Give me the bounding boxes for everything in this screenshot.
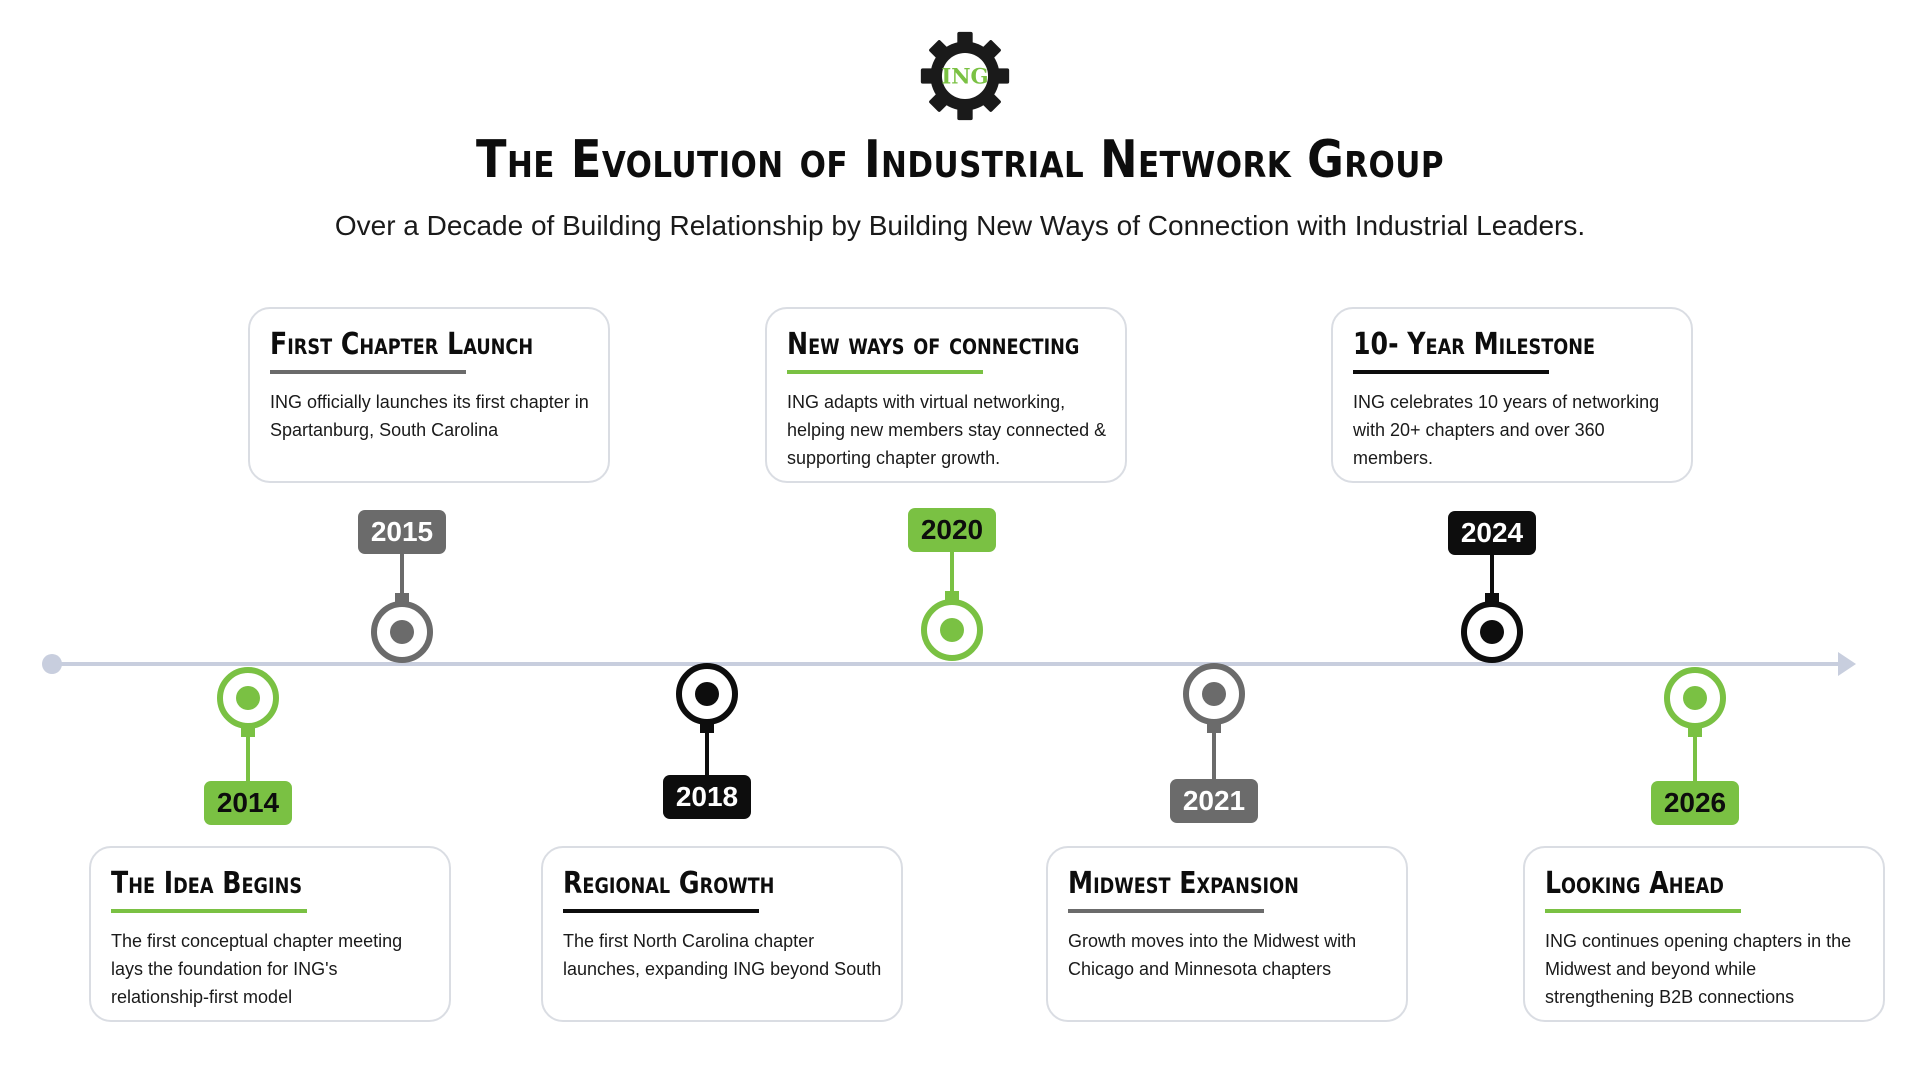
timeline-stem-2026 [1688, 727, 1702, 781]
year-badge-2026: 2026 [1651, 781, 1739, 825]
timeline-node-2015 [371, 601, 433, 663]
timeline-stem-2021 [1207, 723, 1221, 779]
year-badge-2018: 2018 [663, 775, 751, 819]
timeline-node-2026 [1664, 667, 1726, 729]
year-badge-2021: 2021 [1170, 779, 1258, 823]
timeline-stem-2024 [1485, 555, 1499, 603]
event-rule [111, 909, 307, 913]
event-card-2024: 10- Year Milestone ING celebrates 10 yea… [1331, 307, 1693, 483]
event-body: ING officially launches its first chapte… [270, 392, 589, 440]
event-title: 10- Year Milestone [1353, 327, 1596, 362]
logo-text: ING [941, 64, 988, 89]
event-card-2014: The Idea Begins The first conceptual cha… [89, 846, 451, 1022]
timeline-stem-2014 [241, 727, 255, 781]
timeline-stem-2020 [945, 552, 959, 601]
event-title: Midwest Expansion [1068, 866, 1299, 901]
event-body: The first conceptual chapter meeting lay… [111, 931, 403, 1007]
event-card-2021: Midwest Expansion Growth moves into the … [1046, 846, 1408, 1022]
timeline-node-2021 [1183, 663, 1245, 725]
event-card-2020: New ways of connecting ING adapts with v… [765, 307, 1127, 483]
timeline-node-2020 [921, 599, 983, 661]
event-body: ING adapts with virtual networking, help… [787, 392, 1107, 468]
event-rule [787, 370, 983, 374]
year-badge-2015: 2015 [358, 510, 446, 554]
event-title: Regional Growth [563, 866, 775, 901]
page-subtitle: Over a Decade of Building Relationship b… [334, 210, 1586, 241]
event-rule [563, 909, 759, 913]
event-card-2026: Looking Ahead ING continues opening chap… [1523, 846, 1885, 1022]
event-rule [1545, 909, 1741, 913]
timeline-node-2018 [676, 663, 738, 725]
gear-icon: ING [920, 31, 1010, 121]
event-title: First Chapter Launch [270, 327, 534, 362]
event-rule [270, 370, 466, 374]
event-rule [1068, 909, 1264, 913]
timeline-axis [52, 662, 1852, 666]
event-card-2015: First Chapter Launch ING officially laun… [248, 307, 610, 483]
event-card-2018: Regional Growth The first North Carolina… [541, 846, 903, 1022]
timeline-start-dot [42, 654, 62, 674]
event-body: Growth moves into the Midwest with Chica… [1068, 931, 1357, 979]
event-title: Looking Ahead [1545, 866, 1724, 901]
event-body: ING celebrates 10 years of networking wi… [1353, 392, 1660, 468]
event-body: ING continues opening chapters in the Mi… [1545, 931, 1852, 1007]
year-badge-2024: 2024 [1448, 511, 1536, 555]
timeline-node-2024 [1461, 601, 1523, 663]
timeline-stem-2018 [700, 723, 714, 775]
page-title: The Evolution of Industrial Network Grou… [476, 130, 1444, 190]
timeline-stem-2015 [395, 554, 409, 603]
event-title: The Idea Begins [111, 866, 303, 901]
timeline-node-2014 [217, 667, 279, 729]
year-badge-2020: 2020 [908, 508, 996, 552]
event-body: The first North Carolina chapter launche… [563, 931, 882, 979]
event-title: New ways of connecting [787, 327, 1080, 362]
event-rule [1353, 370, 1549, 374]
timeline-arrow-icon [1838, 652, 1856, 676]
year-badge-2014: 2014 [204, 781, 292, 825]
